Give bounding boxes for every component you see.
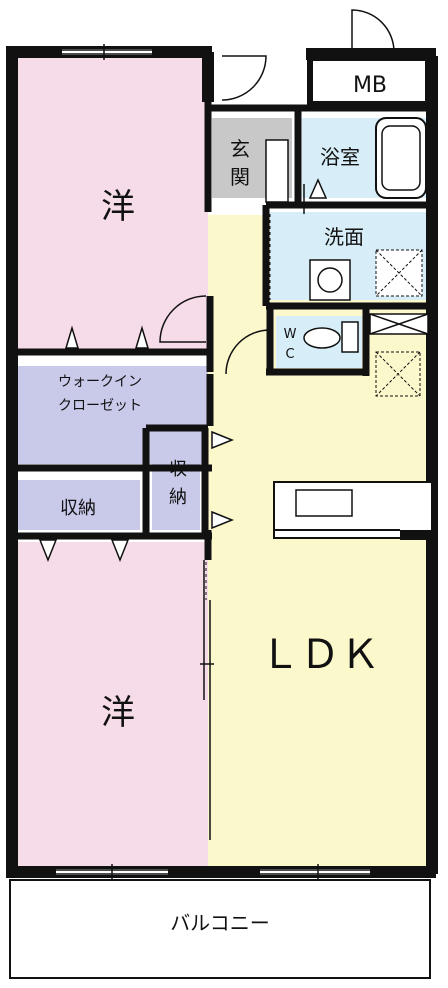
basin-bowl <box>317 267 343 293</box>
bathroom-label: 浴室 <box>320 145 360 169</box>
meter-box <box>307 55 431 107</box>
western-room-top-label: 洋 <box>101 187 135 227</box>
bathtub-inner <box>381 125 421 191</box>
western-room-bottom-area <box>18 542 208 867</box>
storage-left-label: 収納 <box>60 498 96 519</box>
storage-mid-label-1: 収 <box>169 459 187 480</box>
ldk-area <box>208 215 432 867</box>
kitchen-sink <box>295 489 353 517</box>
fridge-cross <box>375 351 421 397</box>
storage-left-area <box>18 480 140 530</box>
shoe-cabinet <box>265 139 289 203</box>
sliding-door-bottom <box>200 560 214 840</box>
walk-in-closet-label-1: ウォークイン <box>58 374 142 390</box>
balcony-area <box>9 879 431 979</box>
washroom-label: 洗面 <box>324 225 364 249</box>
fridge-space <box>375 351 421 397</box>
counter-end <box>400 530 432 540</box>
wc-label-1: W <box>284 327 297 342</box>
window-top-left <box>62 44 152 60</box>
wc-label-2: C <box>285 347 294 362</box>
mb-door-swing <box>351 9 395 53</box>
pipe-shaft-cross <box>369 313 429 335</box>
balcony-label: バルコニー <box>170 911 270 935</box>
bath-door-marker <box>308 178 328 199</box>
wash-basin <box>309 259 351 301</box>
ldk-label: ＬＤＫ <box>260 632 380 678</box>
toilet-bowl <box>303 327 341 349</box>
entrance-door-swing <box>221 55 267 101</box>
meter-box-label: MB <box>353 73 387 98</box>
bathtub <box>375 117 427 199</box>
toilet-tank <box>341 321 359 353</box>
western-room-bottom-label: 洋 <box>101 693 135 733</box>
window-bottom-right <box>260 864 370 880</box>
closet-door-markers <box>38 325 235 563</box>
western-top-door-swing <box>159 295 207 343</box>
storage-mid-area <box>152 432 200 530</box>
western-room-top-area <box>18 58 208 350</box>
washing-machine-cross <box>375 249 423 297</box>
entrance-label-1: 玄 <box>230 137 250 161</box>
storage-mid-label-2: 納 <box>169 487 187 508</box>
interior-walls <box>12 102 432 560</box>
walk-in-closet-label-2: クローゼット <box>58 398 142 414</box>
window-bottom-left <box>56 864 168 880</box>
entrance-label-2: 関 <box>230 165 250 189</box>
wc-door-swing <box>225 329 271 375</box>
